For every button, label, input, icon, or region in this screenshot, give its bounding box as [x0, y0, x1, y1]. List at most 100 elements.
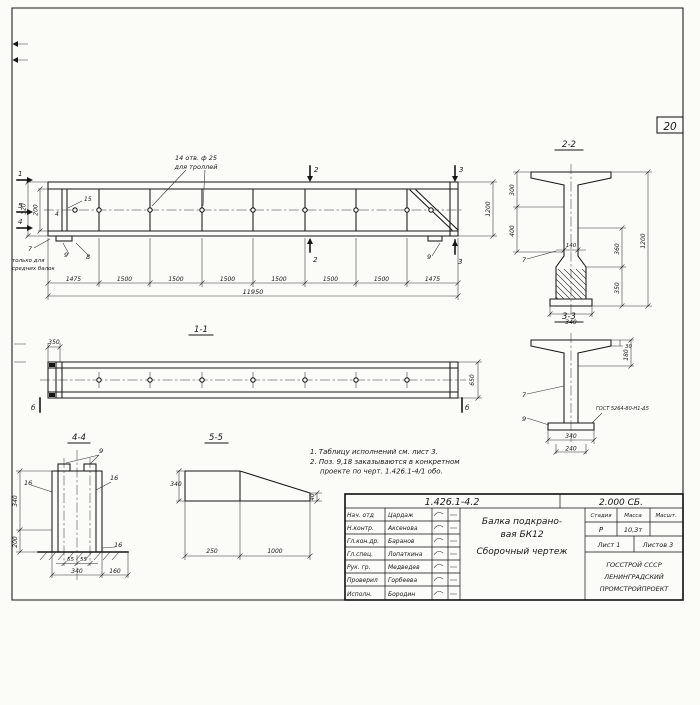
- dim-400: 400: [509, 225, 516, 237]
- drawing-title-line2: вая БК12: [500, 530, 543, 540]
- cut-mark-2: 2 2: [307, 165, 319, 264]
- segment-dim: 1475: [66, 276, 81, 283]
- dim-30: 30: [625, 344, 632, 350]
- note-1: 1. Таблицу исполнений см. лист 3.: [310, 448, 438, 456]
- segment-dim: 1475: [425, 276, 440, 283]
- dim-350-plan: 350: [48, 339, 60, 346]
- section-3-3: 3-3 30 180 7 9 ГОСТ 5264-80-Н1-Δ5 340 24…: [522, 312, 649, 455]
- dim-300: 300: [509, 184, 516, 196]
- segment-dim: 1500: [271, 276, 286, 283]
- drawing-title-line3: Сборочный чертеж: [476, 547, 568, 557]
- segment-dim: 1500: [220, 276, 235, 283]
- dim-1200-section: 1200: [640, 233, 647, 248]
- dim-250: 250: [206, 548, 218, 555]
- sig-name: Бородин: [388, 591, 415, 598]
- dim-180: 180: [623, 349, 630, 361]
- dim-650: 650: [469, 374, 476, 386]
- stage-value: Р: [599, 526, 604, 534]
- sheet-number: 20: [663, 121, 677, 133]
- position-9-section33: 9: [522, 415, 526, 423]
- section-1-1: 1-1 350 650 б б: [31, 325, 482, 413]
- position-16-a: 16: [24, 479, 32, 487]
- doc-code: 2.000 СБ.: [599, 498, 643, 508]
- section-1-1-title: 1-1: [194, 325, 208, 335]
- position-7-section33: 7: [522, 391, 527, 399]
- notes: 1. Таблицу исполнений см. лист 3. 2. Поз…: [310, 448, 460, 476]
- segment-dim: 1500: [168, 276, 183, 283]
- cut-label-1: 1: [18, 170, 22, 178]
- org-line2: ЛЕНИНГРАДСКИЙ: [603, 572, 664, 581]
- segment-dim: 1500: [374, 276, 389, 283]
- dim-1000: 1000: [267, 548, 282, 555]
- trolley-holes: [72, 207, 434, 213]
- holes-callout-line1: 14 отв. ф 25: [175, 154, 217, 162]
- cut-label-2-top: 2: [314, 166, 319, 174]
- sig-role: Нач. отд: [347, 512, 374, 519]
- sig-name: Лопаткина: [387, 551, 423, 558]
- datum-b-left: б: [31, 404, 36, 412]
- dim-40: 40: [310, 493, 316, 500]
- sig-role: Рук. гр.: [347, 564, 371, 571]
- cut-label-3-bottom: 3: [458, 258, 462, 266]
- sheet-label: Лист 1: [597, 541, 621, 549]
- dim-140: 140: [566, 243, 577, 249]
- position-9-detail: 9: [99, 447, 103, 455]
- dim-55-a: 55: [67, 557, 74, 563]
- dim-340-wedge: 340: [170, 481, 182, 488]
- position-16-b: 16: [110, 474, 118, 482]
- cut-label-3-top: 3: [459, 166, 463, 174]
- dim-340-detail-bottom: 340: [71, 568, 83, 575]
- dim-55-b: 55: [80, 557, 87, 563]
- org-line3: ПРОМСТРОЙПРОЕКТ: [600, 584, 670, 593]
- dim-320: 320: [21, 203, 28, 215]
- sig-role: Проверил: [347, 577, 378, 584]
- mass-label: Масса: [624, 513, 642, 519]
- signature-scribbles: [433, 512, 457, 596]
- cut-label-4: 4: [18, 218, 22, 226]
- dim-340-detail-left: 340: [12, 495, 19, 507]
- dim-160: 160: [109, 568, 121, 575]
- detail-5-5-title: 5-5: [209, 433, 223, 443]
- doc-number: 1.426.1-4.2: [425, 497, 480, 508]
- section-3-3-title: 3-3: [562, 312, 576, 322]
- segment-dim: 1500: [117, 276, 132, 283]
- dim-200: 200: [33, 204, 40, 216]
- detail-4-4-title: 4-4: [72, 433, 86, 443]
- position-8: 8: [86, 253, 90, 261]
- sig-role: Гл.кон.др.: [347, 538, 379, 545]
- dim-1200: 1200: [485, 201, 492, 216]
- note-middle-beams-2: средних балок: [12, 266, 56, 272]
- section-2-2-title: 2-2: [562, 140, 576, 150]
- datum-b-right: б: [465, 404, 470, 412]
- cut-mark-5: 5: [16, 202, 33, 215]
- position-4-flag: 4: [55, 211, 59, 218]
- org-line1: ГОССТРОЙ СССР: [606, 560, 661, 569]
- cut-label-2-bottom: 2: [313, 256, 318, 264]
- dim-360: 360: [614, 243, 621, 255]
- detail-5-5: 5-5 340 40 250 1000: [170, 433, 322, 560]
- dim-350: 350: [614, 282, 621, 294]
- position-9-right: 9: [427, 253, 431, 261]
- note-2: 2. Поз. 9,18 заказываются в конкретном: [310, 458, 460, 466]
- stage-label: Стадия: [590, 513, 612, 519]
- signature-rows: Нач. отд Цардаж Н.контр. Аксенова Гл.кон…: [347, 512, 457, 598]
- cut-mark-3: 3 3: [452, 165, 463, 266]
- scale-label: Масшт.: [655, 513, 676, 519]
- dim-340-section33: 340: [565, 433, 577, 440]
- segment-dim: 1500: [323, 276, 338, 283]
- detail-4-4: 4-4 9 16 16 16 340 200 55 55 340 160: [12, 433, 131, 580]
- dim-200-detail: 200: [12, 536, 19, 548]
- position-9-left: 9: [64, 251, 68, 259]
- sheets-label: Листов 3: [642, 541, 673, 549]
- sig-role: Исполн.: [347, 591, 372, 598]
- position-7-section22: 7: [522, 256, 527, 264]
- sig-name: Медведев: [388, 564, 420, 571]
- cut-mark-4: 4: [16, 218, 33, 231]
- title-block: 1.426.1-4.2 2.000 СБ. Нач. отд Цардаж Н.…: [344, 493, 684, 601]
- note-2-continued: проекте по черт. 1.426.1-4/1 обо.: [320, 468, 443, 476]
- cut-mark-1: 1: [16, 170, 33, 183]
- sig-name: Аксенова: [387, 525, 418, 532]
- position-7: 7: [28, 245, 33, 253]
